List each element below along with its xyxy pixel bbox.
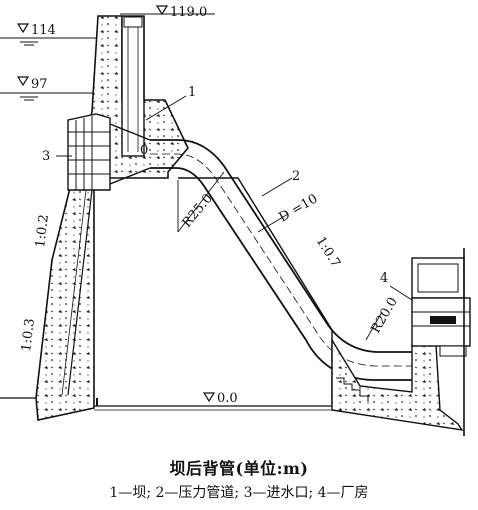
powerhouse <box>411 248 471 436</box>
callout-intake: 3 <box>42 149 50 164</box>
slope-penstock-label: 1:0.7 <box>313 234 343 270</box>
callout-intake-zero: 0 <box>140 143 148 158</box>
slope-upper-face-dim: 1:0.2 <box>33 214 52 249</box>
diameter-label: D =10 <box>277 191 321 225</box>
elevation-marker-base: 0.0 <box>202 391 238 406</box>
radius-upper-label: R25.0 <box>180 191 216 230</box>
elevation-base-label: 0.0 <box>217 391 238 406</box>
elevation-marker-crest: 119.0 <box>120 5 215 20</box>
callout-dam: 1 <box>188 85 196 100</box>
radius-lower-label: R20.0 <box>368 295 400 336</box>
elevation-97-label: 97 <box>31 77 48 92</box>
intake-structure <box>67 113 151 191</box>
diameter-dim: D =10 <box>257 191 321 233</box>
ground-line <box>0 397 332 411</box>
slope-penstock-dim: 1:0.7 <box>313 234 343 270</box>
gate-shaft <box>121 15 145 157</box>
elevation-marker-114: 114 <box>16 23 56 38</box>
slope-upper-face-label: 1:0.2 <box>33 214 52 249</box>
callout-penstock: 2 <box>292 169 300 184</box>
slope-lower-face-dim: 1:0.3 <box>19 318 38 353</box>
figure-title: 坝后背管(单位:m) <box>169 459 309 478</box>
elevation-marker-97: 97 <box>16 76 48 92</box>
elevation-114-label: 114 <box>31 23 56 38</box>
callout-powerhouse: 4 <box>380 271 388 286</box>
water-levels <box>0 37 98 101</box>
powerhouse-foundation <box>331 337 464 431</box>
radius-lower-dim: R20.0 <box>365 295 401 341</box>
callout-leaders <box>56 95 413 301</box>
dam-body <box>35 15 189 421</box>
penstock-pipe <box>150 139 412 405</box>
elevation-crest-label: 119.0 <box>170 5 207 20</box>
figure-legend: 1—坝; 2—压力管道; 3—进水口; 4—厂房 <box>109 485 369 501</box>
slope-lower-face-label: 1:0.3 <box>19 318 38 353</box>
